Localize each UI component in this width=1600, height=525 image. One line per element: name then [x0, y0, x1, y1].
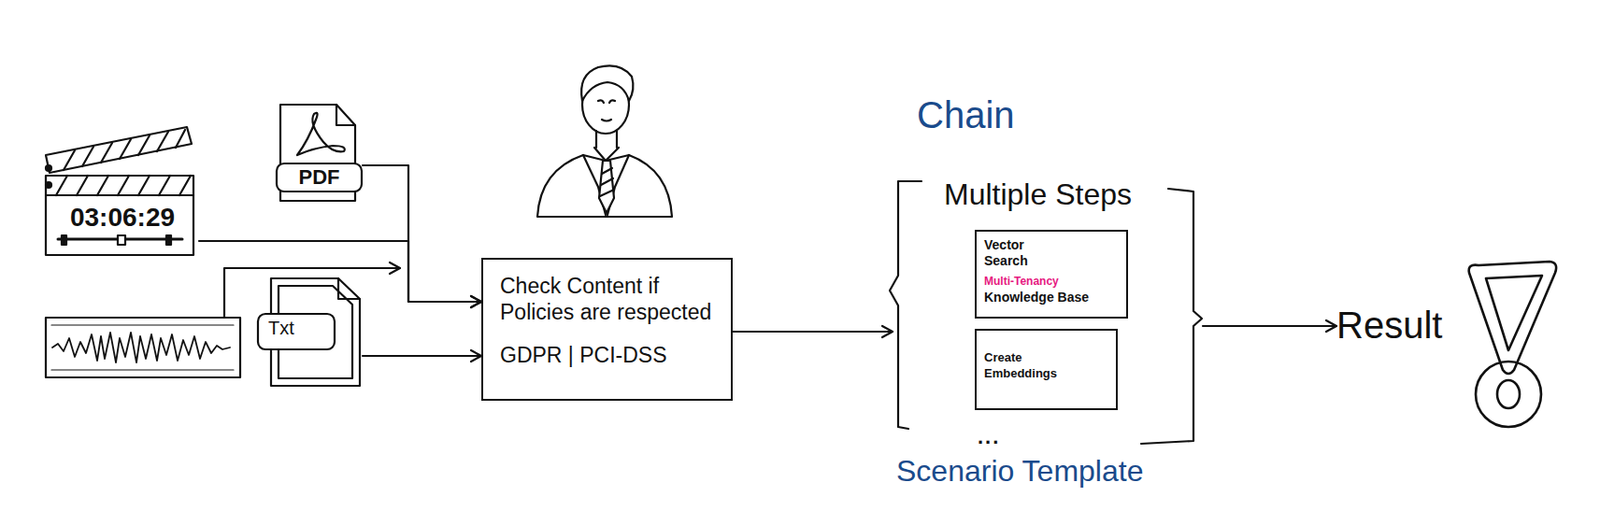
step-text: Create Embeddings — [984, 349, 1059, 382]
flow-arrow — [732, 330, 893, 333]
step-text: Vector Search — [984, 237, 1043, 270]
exclamation-icon — [1469, 261, 1557, 428]
step-text: Knowledge Base — [984, 288, 1119, 306]
file-type-label: Txt — [268, 314, 363, 343]
process-box: Check Content if Policies are respectedG… — [481, 257, 733, 401]
chain-group: ChainMultiple StepsScenario Template Vect… — [892, 93, 1203, 500]
pdf-icon — [276, 104, 362, 201]
flow-arrow — [1202, 325, 1337, 328]
result-text: Result — [1336, 303, 1443, 347]
clapperboard-node: 03:06:29 — [45, 122, 200, 256]
pdf-node: PDF — [275, 101, 363, 204]
step-box: Vector SearchMulti-TenancyKnowledge Base — [974, 229, 1129, 319]
box-text: Check Content if Policies are respected — [500, 272, 715, 326]
clapperboard-icon — [45, 127, 194, 256]
timecode: 03:06:29 — [45, 202, 200, 233]
person-icon — [537, 65, 672, 217]
chain-bracket — [889, 181, 1202, 444]
group-title: Chain — [916, 93, 1015, 137]
file-type-label: PDF — [275, 163, 363, 192]
group-caption: Scenario Template — [896, 452, 1143, 490]
result-node: Result — [1336, 303, 1443, 347]
group-heading: Multiple Steps — [943, 175, 1132, 214]
flow-arrow — [362, 165, 482, 302]
step-box: Create Embeddings — [974, 328, 1118, 411]
flow-arrow — [199, 241, 482, 302]
flow-arrow — [362, 355, 482, 358]
continuation-label: ... — [977, 426, 1000, 449]
highlight-text: Multi-Tenancy — [984, 273, 1119, 289]
audio-waveform-icon — [45, 268, 400, 378]
policy-names: GDPR | PCI-DSS — [500, 342, 715, 369]
text-file-node: Txt — [255, 275, 363, 388]
